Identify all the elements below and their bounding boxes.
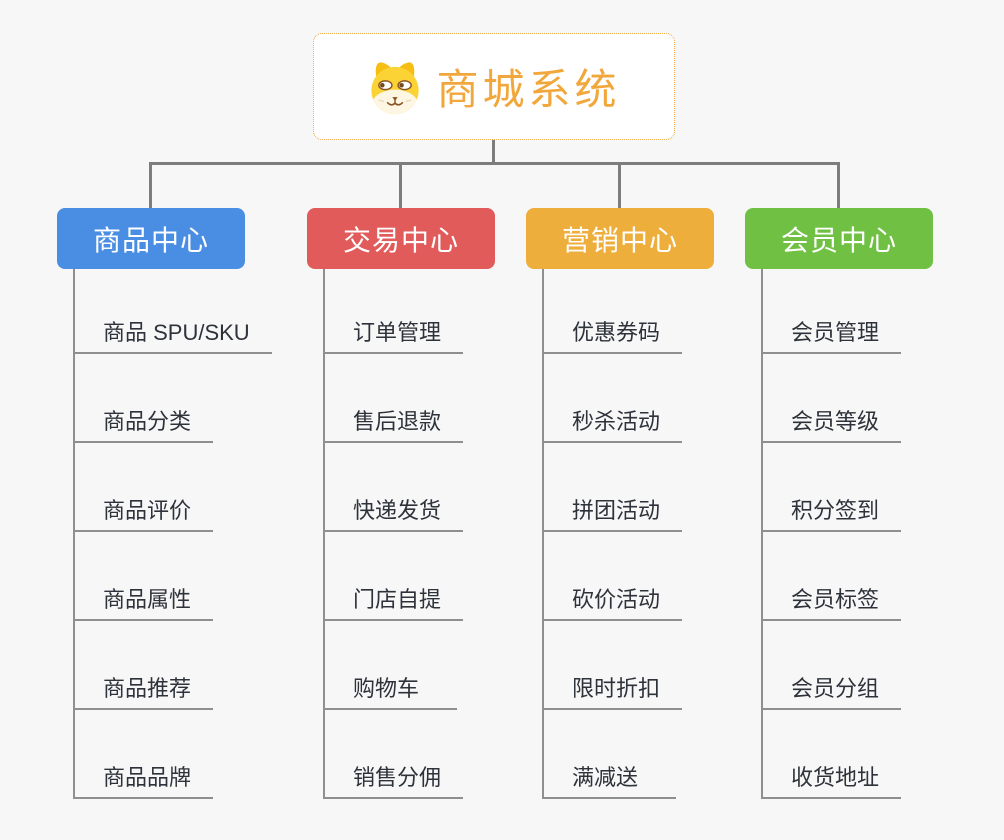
branch-items-product-center: 商品 SPU/SKU 商品分类 商品评价 商品属性 商品推荐 商品品牌 — [73, 269, 272, 799]
mindmap-node[interactable]: 门店自提 — [325, 532, 464, 621]
mindmap-node[interactable]: 订单管理 — [325, 269, 464, 354]
branch-header-member-center[interactable]: 会员中心 — [745, 208, 933, 269]
connector-bus — [149, 162, 840, 165]
branch-product-center: 商品中心 商品 SPU/SKU 商品分类 商品评价 商品属性 商品推荐 商品品牌 — [57, 208, 272, 799]
connector-drop-trade — [399, 162, 402, 208]
branch-items-trade-center: 订单管理 售后退款 快递发货 门店自提 购物车 销售分佣 — [323, 269, 464, 799]
connector-drop-product — [149, 162, 152, 208]
mindmap-node[interactable]: 会员等级 — [763, 354, 902, 443]
mindmap-node[interactable]: 购物车 — [325, 621, 457, 710]
branch-member-center: 会员中心 会员管理 会员等级 积分签到 会员标签 会员分组 收货地址 — [745, 208, 933, 799]
connector-root-drop — [492, 140, 495, 165]
branch-marketing-center: 营销中心 优惠券码 秒杀活动 拼团活动 砍价活动 限时折扣 满减送 — [526, 208, 714, 799]
dog-face-icon — [367, 59, 423, 115]
mindmap-node[interactable]: 会员分组 — [763, 621, 902, 710]
mindmap-node[interactable]: 会员管理 — [763, 269, 902, 354]
mindmap-node[interactable]: 限时折扣 — [544, 621, 683, 710]
mindmap-node[interactable]: 收货地址 — [763, 710, 902, 799]
mindmap-node[interactable]: 商品推荐 — [75, 621, 214, 710]
mindmap-node[interactable]: 砍价活动 — [544, 532, 683, 621]
mindmap-node[interactable]: 会员标签 — [763, 532, 902, 621]
mindmap-node[interactable]: 商品分类 — [75, 354, 214, 443]
mindmap-node[interactable]: 商品品牌 — [75, 710, 214, 799]
mindmap-node[interactable]: 积分签到 — [763, 443, 902, 532]
root-title: 商城系统 — [436, 66, 621, 113]
branch-header-trade-center[interactable]: 交易中心 — [307, 208, 495, 269]
mindmap-node[interactable]: 商品评价 — [75, 443, 214, 532]
mindmap-node[interactable]: 销售分佣 — [325, 710, 464, 799]
mindmap-node[interactable]: 商品 SPU/SKU — [75, 269, 272, 354]
mindmap-node[interactable]: 快递发货 — [325, 443, 464, 532]
mindmap-node[interactable]: 优惠券码 — [544, 269, 683, 354]
branch-header-marketing-center[interactable]: 营销中心 — [526, 208, 714, 269]
branch-items-marketing-center: 优惠券码 秒杀活动 拼团活动 砍价活动 限时折扣 满减送 — [542, 269, 683, 799]
branch-header-product-center[interactable]: 商品中心 — [57, 208, 245, 269]
mindmap-node[interactable]: 拼团活动 — [544, 443, 683, 532]
connector-drop-member — [837, 162, 840, 208]
mindmap-node[interactable]: 商品属性 — [75, 532, 214, 621]
mindmap-node[interactable]: 秒杀活动 — [544, 354, 683, 443]
connector-drop-marketing — [618, 162, 621, 208]
mindmap-node[interactable]: 满减送 — [544, 710, 676, 799]
branch-items-member-center: 会员管理 会员等级 积分签到 会员标签 会员分组 收货地址 — [761, 269, 902, 799]
branch-trade-center: 交易中心 订单管理 售后退款 快递发货 门店自提 购物车 销售分佣 — [307, 208, 495, 799]
root-node[interactable]: 商城系统 — [313, 33, 675, 140]
mindmap-node[interactable]: 售后退款 — [325, 354, 464, 443]
